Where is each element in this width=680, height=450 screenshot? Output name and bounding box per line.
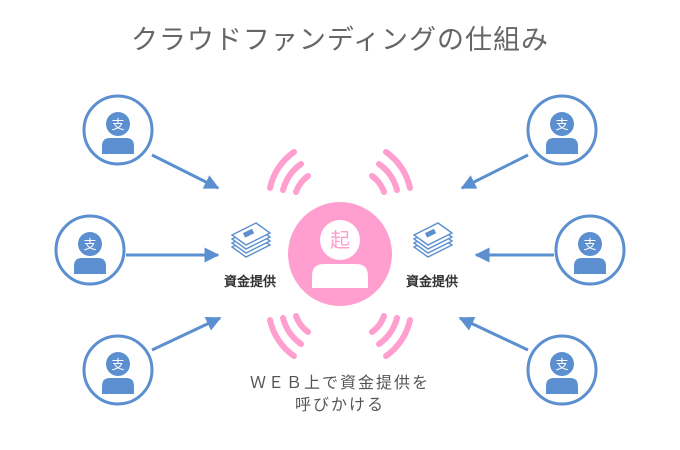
supporter-label: 支 [583, 238, 596, 253]
arrow-top-right [460, 153, 529, 190]
arrow-bottom-left [151, 316, 222, 352]
funding-left: 資金提供 [224, 222, 276, 290]
supporter-top-left: 支 [82, 94, 154, 166]
founder-label: 起 [330, 228, 350, 252]
diagram-title: クラウドファンディングの仕組み [130, 25, 550, 56]
money-stack-icon [231, 222, 271, 258]
supporter-label: 支 [555, 358, 568, 373]
founder-head [320, 220, 360, 260]
caption-line-2: 呼びかける [294, 395, 385, 414]
caption-line-1: ＷＥＢ上で資金提供を [249, 373, 430, 392]
supporter-label: 支 [111, 118, 124, 133]
arrows [126, 153, 554, 352]
funding-right: 資金提供 [406, 222, 458, 290]
supporter-label: 支 [111, 358, 124, 373]
funding-label: 資金提供 [224, 274, 276, 290]
supporter-bottom-left: 支 [82, 334, 154, 406]
supporter-label: 支 [555, 118, 568, 133]
broadcast-waves-icon [267, 149, 413, 359]
supporter-bottom-right: 支 [526, 334, 598, 406]
arrow-top-left [151, 153, 220, 190]
supporter-top-right: 支 [526, 94, 598, 166]
supporter-middle-right: 支 [554, 214, 626, 286]
arrow-bottom-right [458, 316, 529, 352]
money-stack-icon [413, 222, 453, 258]
founder: 起 [288, 202, 392, 306]
supporter-label: 支 [83, 238, 96, 253]
founder-body [312, 264, 368, 288]
supporter-middle-left: 支 [54, 214, 126, 286]
funding-label: 資金提供 [406, 274, 458, 290]
caption: ＷＥＢ上で資金提供を 呼びかける [215, 372, 465, 416]
